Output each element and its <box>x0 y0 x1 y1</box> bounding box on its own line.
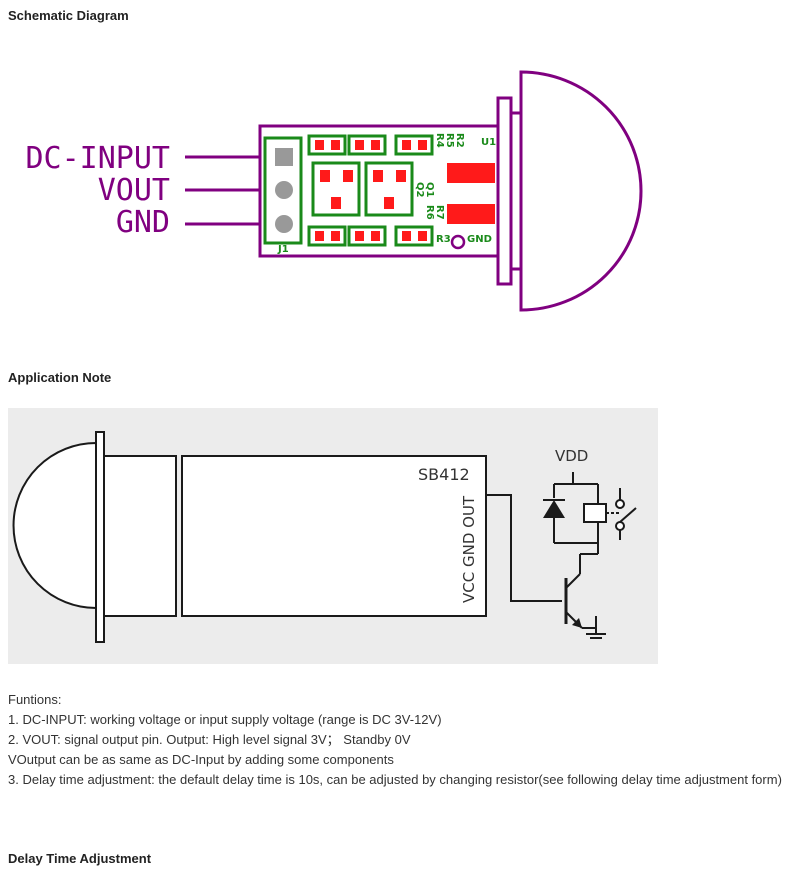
functions-section: Funtions: 1. DC-INPUT: working voltage o… <box>8 690 808 790</box>
transistor-q2-pad-c <box>384 197 394 209</box>
application-note-heading: Application Note <box>8 370 112 385</box>
resistor-top-1-pad-a <box>315 140 324 150</box>
diode-icon <box>543 500 565 518</box>
label-u1: U1 <box>481 137 496 148</box>
label-j1: J1 <box>277 244 289 255</box>
label-q1: Q1 <box>424 182 435 198</box>
emitter-arrow-icon <box>572 618 582 628</box>
label-q2: Q2 <box>414 182 425 198</box>
functions-title: Funtions: <box>8 692 62 707</box>
switch-contact-top <box>615 499 625 509</box>
resistor-bottom-2-pad-b <box>371 231 380 241</box>
relay-coil <box>583 503 607 523</box>
application-note-diagram: SB412 VCC GND OUT VDD <box>8 408 658 664</box>
label-r6: R6 <box>424 205 435 220</box>
gnd-hole <box>450 234 466 250</box>
module-label: SB412 <box>418 465 470 484</box>
label-gnd: GND <box>467 234 492 245</box>
pin-label-gnd: GND <box>116 205 170 240</box>
pin-round-pad-vout <box>275 181 293 199</box>
switch-lever <box>619 507 637 523</box>
resistor-bottom-1-pad-a <box>315 231 324 241</box>
resistor-top-3-pad-b <box>418 140 427 150</box>
module-body <box>181 455 487 617</box>
label-r4: R4 <box>434 133 445 148</box>
pin-label-dc-input: DC-INPUT <box>26 141 171 176</box>
resistor-bottom-3-pad-a <box>402 231 411 241</box>
pin-round-pad-gnd <box>275 215 293 233</box>
label-r7: R7 <box>434 205 445 220</box>
resistor-top-2-pad-b <box>371 140 380 150</box>
pin-label-vout: VOUT <box>98 173 170 208</box>
out-wire <box>486 494 562 602</box>
sensor-pad-lower <box>447 204 495 224</box>
function-item-1: 1. DC-INPUT: working voltage or input su… <box>8 712 442 727</box>
lens-flange <box>496 96 513 286</box>
transistor-q2-pad-b <box>396 170 406 182</box>
function-item-2: 2. VOUT: signal output pin. Output: High… <box>8 732 411 747</box>
lens-flange <box>95 431 105 643</box>
label-r5: R5 <box>444 133 455 148</box>
label-r3: R3 <box>436 234 451 245</box>
resistor-top-2-pad-a <box>355 140 364 150</box>
delay-time-heading: Delay Time Adjustment <box>8 851 152 866</box>
lens-dome <box>519 70 643 312</box>
resistor-bottom-3-pad-b <box>418 231 427 241</box>
transistor-q1-pad-b <box>343 170 353 182</box>
function-item-2-note: VOutput can be as same as DC-Input by ad… <box>8 752 394 767</box>
function-item-3: 3. Delay time adjustment: the default de… <box>8 772 782 787</box>
vdd-label: VDD <box>555 447 588 465</box>
connector-j1 <box>263 136 303 245</box>
transistor-collector <box>565 573 581 589</box>
resistor-top-1-pad-b <box>331 140 340 150</box>
schematic-diagram: DC-INPUT VOUT GND J1 U1 R2 R5 R4 Q <box>26 70 643 312</box>
lens-dome <box>12 441 97 610</box>
transistor-q1-pad-a <box>320 170 330 182</box>
resistor-bottom-2-pad-a <box>355 231 364 241</box>
transistor-q2-pad-a <box>373 170 383 182</box>
switch-contact-bottom <box>615 521 625 531</box>
sensor-pad-upper <box>447 163 495 183</box>
lens-collar <box>103 455 177 617</box>
resistor-bottom-1-pad-b <box>331 231 340 241</box>
label-r2: R2 <box>454 133 465 148</box>
transistor-q1-pad-c <box>331 197 341 209</box>
schematic-heading: Schematic Diagram <box>8 8 129 23</box>
resistor-top-3-pad-a <box>402 140 411 150</box>
module-pins-label: VCC GND OUT <box>460 495 478 603</box>
pin-square-pad <box>275 148 293 166</box>
